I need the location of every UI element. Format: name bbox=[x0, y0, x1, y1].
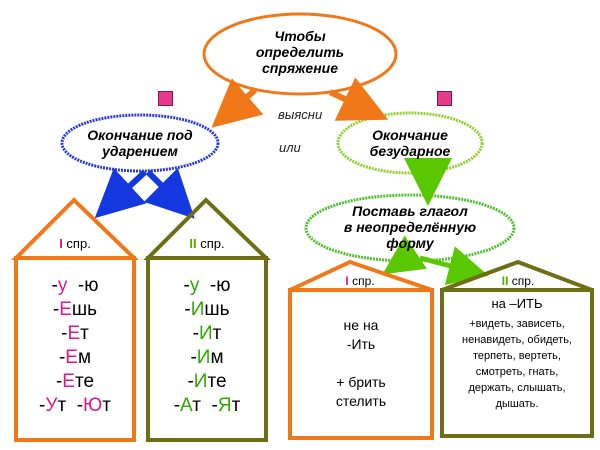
ending-row: -Ишь bbox=[184, 299, 230, 320]
arrow-green-right bbox=[419, 246, 489, 286]
ending-row: -Ит bbox=[192, 323, 222, 344]
ending-row: -Ите bbox=[187, 371, 227, 392]
arrow-top-left bbox=[211, 78, 264, 128]
unstressed-oval-text: Окончание безударное bbox=[369, 127, 451, 159]
house-stressed-2-label: II спр. bbox=[189, 236, 225, 251]
ending-row: -Ем bbox=[58, 347, 92, 368]
connector-or: или bbox=[279, 140, 301, 155]
house-stressed-2-endings: -у -ю -Ишь -Ит -Им -Ите -Ат -Ят bbox=[150, 274, 264, 418]
ending-row: -у -ю bbox=[183, 275, 231, 296]
ending-row: -у -ю bbox=[51, 275, 99, 296]
stressed-oval-text: Окончание под ударением bbox=[87, 127, 193, 159]
house-unstressed-1-label: I спр. bbox=[345, 274, 375, 288]
house-unstressed-2-label: II спр. bbox=[501, 274, 535, 288]
house-stressed-1-label: I спр. bbox=[59, 236, 91, 251]
ending-row: -Им bbox=[190, 347, 224, 368]
arrow-blue-left bbox=[94, 168, 148, 219]
square-marker-right bbox=[437, 91, 452, 106]
top-oval-text: Чтобы определить спряжение bbox=[255, 28, 345, 76]
house-unstressed-2-text: на –ИТЬ +видеть, зависеть, ненавидеть, о… bbox=[462, 296, 572, 410]
ending-row: -Ешь bbox=[52, 299, 98, 320]
ending-row: -Ете bbox=[55, 371, 95, 392]
arrow-blue-right bbox=[143, 167, 195, 219]
ending-row: -Ет bbox=[61, 323, 89, 344]
arrow-green-left bbox=[382, 235, 427, 275]
ending-row: -Ут -Ют bbox=[39, 395, 111, 416]
house-unstressed-1-text: не на -Ить + брить стелить bbox=[335, 317, 387, 409]
square-marker-left bbox=[158, 91, 173, 106]
infinitive-oval-text: Поставь глагол в неопределённую форму bbox=[343, 203, 477, 251]
house-stressed-1-endings: -у -ю -Ешь -Ет -Ем -Ете -Ут -Ют bbox=[18, 274, 132, 418]
connector-find-out: выясни bbox=[278, 107, 323, 122]
arrow-top-right bbox=[328, 77, 389, 121]
ending-row: -Ат -Ят bbox=[173, 395, 241, 416]
